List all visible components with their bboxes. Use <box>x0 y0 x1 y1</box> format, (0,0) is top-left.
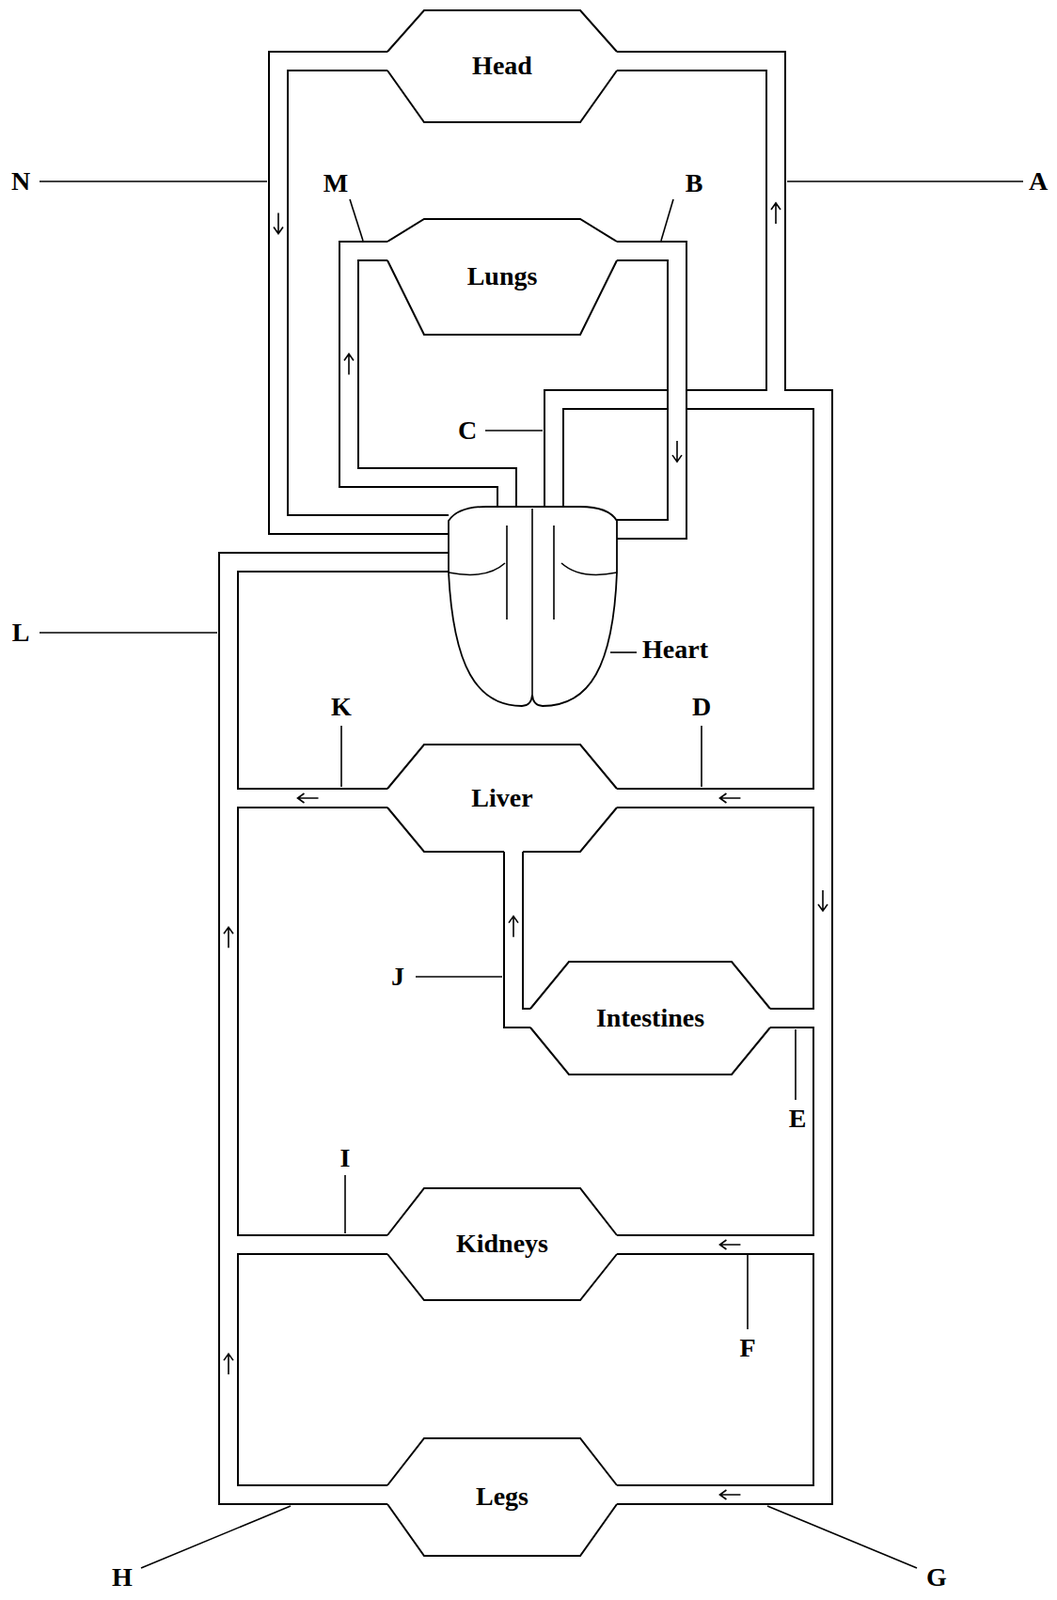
flow-arrow <box>818 890 828 912</box>
callout-letter: E <box>788 1104 807 1135</box>
leader-line <box>415 976 503 979</box>
leader-line <box>610 651 637 654</box>
organ-outline <box>448 506 617 710</box>
flow-arrow <box>273 213 284 235</box>
blood-vessel <box>553 399 823 1019</box>
callout-letter: B <box>685 168 704 199</box>
leader-line <box>141 1506 291 1569</box>
callout-letter: G <box>926 1562 947 1594</box>
organ-box: Head <box>387 10 617 123</box>
callout-letter: K <box>331 692 352 723</box>
organ-box: Kidneys <box>387 1188 617 1301</box>
blood-vessel <box>513 851 531 1019</box>
blood-vessel <box>228 562 449 1246</box>
flow-arrow <box>508 916 519 938</box>
flow-arrow <box>719 1240 741 1250</box>
leader-line <box>787 180 1024 183</box>
blood-vessel <box>616 251 678 530</box>
organ-name: Legs <box>475 1482 529 1513</box>
callout-letter: C <box>457 415 477 446</box>
organ-name: Heart <box>642 634 709 665</box>
leader-line <box>39 631 218 634</box>
blood-vessel <box>553 399 823 1019</box>
leader-line <box>344 1175 347 1234</box>
leader-line <box>794 1029 797 1101</box>
flow-arrow <box>223 927 234 948</box>
blood-vessel <box>513 851 531 1019</box>
leader-line <box>767 1506 917 1569</box>
organ-box: Intestines <box>530 962 771 1075</box>
organ-name: Intestines <box>596 1003 705 1034</box>
organ-box: Liver <box>387 744 617 852</box>
flow-arrow <box>719 1490 741 1500</box>
callout-letter: H <box>111 1562 133 1594</box>
callout-letter: F <box>739 1333 756 1364</box>
heart-shape: Heart <box>448 506 617 710</box>
callout-letter: N <box>11 166 31 197</box>
flow-arrow <box>672 441 682 462</box>
callout-letter: J <box>391 962 405 993</box>
flow-arrow <box>719 793 741 804</box>
leader-line <box>661 199 674 241</box>
flow-arrow <box>223 1354 234 1375</box>
leader-line <box>485 429 543 432</box>
flow-arrow <box>298 793 319 804</box>
blood-vessel <box>228 562 449 1496</box>
organ-name: Kidneys <box>456 1229 549 1260</box>
callout-letter: D <box>692 692 711 723</box>
flow-arrow <box>344 354 354 376</box>
leader-line <box>746 1255 749 1330</box>
leader-line <box>340 725 343 788</box>
leader-line <box>700 725 703 788</box>
blood-vessel <box>616 251 678 530</box>
organ-name: Liver <box>471 783 533 814</box>
callout-letter: I <box>340 1143 351 1174</box>
leader-line <box>349 199 363 241</box>
organ-box: Legs <box>387 1438 617 1557</box>
callout-letter: M <box>323 168 348 199</box>
blood-vessel <box>228 562 449 1246</box>
organ-name: Lungs <box>467 261 538 292</box>
flow-arrow <box>771 203 781 224</box>
organ-name: Head <box>472 50 533 81</box>
blood-vessel <box>228 562 449 1496</box>
leader-line <box>39 180 268 183</box>
callout-letter: A <box>1028 166 1048 197</box>
callout-letter: L <box>12 617 31 648</box>
organ-box: Lungs <box>387 219 617 335</box>
